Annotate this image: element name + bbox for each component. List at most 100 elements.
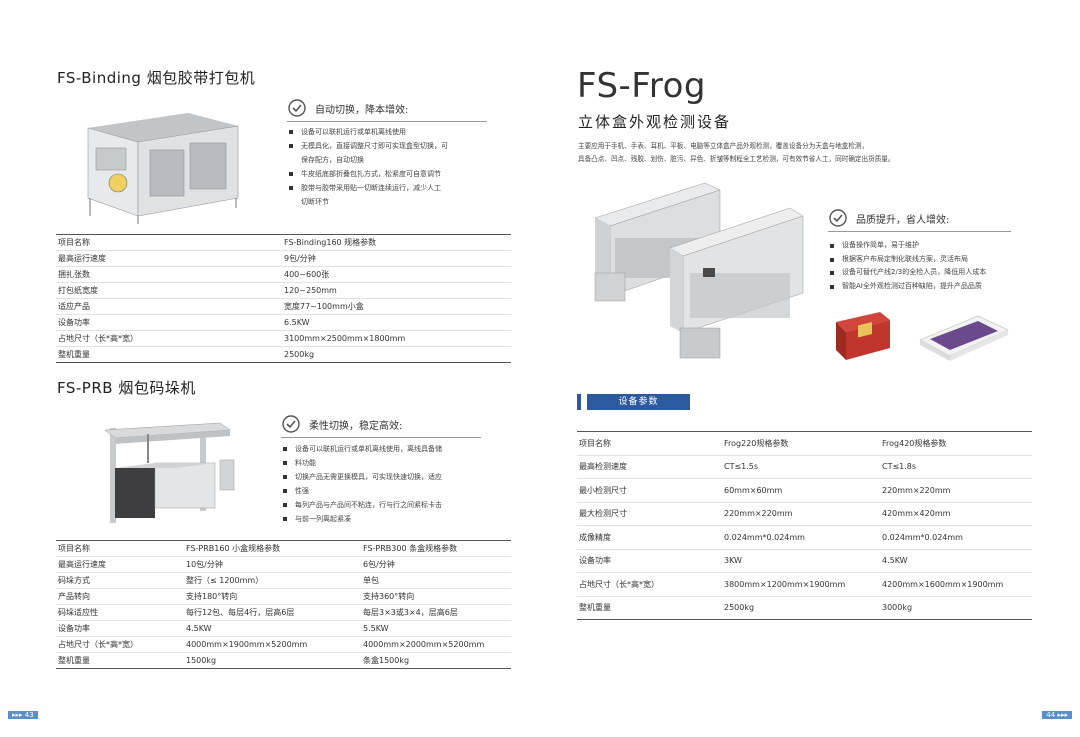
table-cell: 项目名称 (577, 431, 722, 456)
table-cell: 最小检测尺寸 (577, 478, 722, 503)
prb-feature-title: 柔性切换，稳定高效: (309, 420, 403, 432)
list-item: 根据客户布局定制化联线方案，灵活布局 (828, 253, 1038, 267)
table-cell: 整机重量 (577, 596, 722, 620)
list-item: 切换产品无需更换模具，可实现快速切换，适应 (281, 470, 506, 484)
prb-title: FS-PRB 烟包码垛机 (57, 379, 196, 397)
table-cell: 设备功率 (56, 314, 282, 331)
table-cell: 0.024mm*0.024mm (880, 525, 1032, 550)
table-cell: 2500kg (722, 596, 880, 620)
table-cell: 整机重量 (56, 652, 184, 669)
table-cell: 成像精度 (577, 525, 722, 550)
table-row: 适应产品宽度77~100mm小盒 (56, 298, 511, 315)
table-cell: 占地尺寸（长*高*宽） (56, 636, 184, 653)
prb-feature-header: 柔性切换，稳定高效: (281, 414, 402, 434)
table-cell: 6包/分钟 (361, 556, 511, 573)
table-cell: 3KW (722, 549, 880, 573)
check-badge-icon (282, 415, 300, 433)
table-cell: 4.5KW (184, 620, 361, 637)
table-cell: FS-Binding160 规格参数 (282, 234, 511, 251)
table-cell: 5.5KW (361, 620, 511, 637)
table-cell: 4000mm×2000mm×5200mm (361, 636, 511, 653)
list-item: 料功能 (281, 456, 506, 470)
list-item: 每列产品与产品间不粘连，行与行之间紧标卡击 (281, 498, 506, 512)
binding-title: FS-Binding 烟包胶带打包机 (57, 69, 256, 87)
table-cell: 单包 (361, 572, 511, 589)
table-cell: 最高运行速度 (56, 250, 282, 267)
table-cell: FS-PRB300 条盒规格参数 (361, 540, 511, 557)
cigarette-box-image (836, 312, 890, 360)
table-cell: 4200mm×1600mm×1900mm (880, 572, 1032, 597)
table-cell: 420mm×420mm (880, 502, 1032, 526)
table-cell: 3000kg (880, 596, 1032, 620)
table-cell: 占地尺寸（长*高*宽） (577, 572, 722, 597)
list-item: 设备操作简单，易于维护 (828, 239, 1038, 253)
table-cell: 最高运行速度 (56, 556, 184, 573)
table-cell: 项目名称 (56, 234, 282, 251)
phone-box-image (919, 315, 1009, 361)
table-cell: 项目名称 (56, 540, 184, 557)
table-cell: 捆扎张数 (56, 266, 282, 283)
table-cell: CT≤1.8s (880, 455, 1032, 479)
table-cell: 码垛适应性 (56, 604, 184, 621)
table-cell: 打包纸宽度 (56, 282, 282, 299)
table-cell: 10包/分钟 (184, 556, 361, 573)
page-number-right: 44 ▸▸▸ (1042, 711, 1072, 719)
check-badge-icon (829, 209, 847, 227)
table-cell: Frog220规格参数 (722, 431, 880, 456)
table-cell: 60mm×60mm (722, 478, 880, 503)
table-row: 码垛适应性每行12包、每层4行，层高6层每层3×3或3×4，层高6层 (56, 604, 511, 621)
binding-bullet-list: 设备可以联机运行或单机离线使用 无模具化，直接调整尺寸即可实现盒型切换，可 保存… (287, 125, 507, 209)
table-cell: 最高检测速度 (577, 455, 722, 479)
list-item: 切断环节 (301, 198, 329, 206)
table-cell: 120~250mm (282, 282, 511, 299)
frog-title: FS-Frog (577, 66, 707, 106)
check-badge-icon (288, 99, 306, 117)
table-cell: Frog420规格参数 (880, 431, 1032, 456)
table-cell: 2500kg (282, 346, 511, 363)
table-row: 码垛方式整行（≤ 1200mm）单包 (56, 572, 511, 589)
table-cell: 220mm×220mm (880, 478, 1032, 503)
list-item: 设备可替代产线2/3的全检人员，降低用人成本 (828, 266, 1038, 280)
table-cell: 适应产品 (56, 298, 282, 315)
frog-description: 主要应用于手机、手表、耳机、平板、电脑等立体盒产品外观检测，覆盖设备分为天盒与地… (578, 142, 895, 163)
table-row: 占地尺寸（长*高*宽）3100mm×2500mm×1800mm (56, 330, 511, 347)
table-cell: 最大检测尺寸 (577, 502, 722, 526)
table-cell: 400~600张 (282, 266, 511, 283)
frog-feature-title: 品质提升，省人增效: (856, 214, 950, 226)
table-cell: 设备功率 (56, 620, 184, 637)
list-item: 保存配方，自动切换 (301, 156, 364, 164)
binding-machine-image (87, 113, 239, 224)
table-cell: 9包/分钟 (282, 250, 511, 267)
table-cell: 码垛方式 (56, 572, 184, 589)
table-cell: 6.5KW (282, 314, 511, 331)
list-item: 无模具化，直接调整尺寸即可实现盒型切换，可 (287, 139, 507, 153)
table-row: 产品转向支持180°转向支持360°转向 (56, 588, 511, 605)
prb-machine-image (104, 422, 235, 523)
prb-bullet-list: 设备可以联机运行或单机离线使用，离线具备储 料功能 切换产品无需更换模具，可实现… (281, 442, 506, 526)
page-number-left: ▸▸▸ 43 (8, 711, 38, 719)
binding-feature-header: 自动切换，降本增效: (287, 98, 408, 118)
params-label: 设备参数 (587, 394, 690, 410)
table-cell: 宽度77~100mm小盒 (282, 298, 511, 315)
table-cell: 产品转向 (56, 588, 184, 605)
table-cell: FS-PRB160 小盒规格参数 (184, 540, 361, 557)
table-cell: 3100mm×2500mm×1800mm (282, 330, 511, 347)
list-item: 牛皮纸底部折叠包扎方式，松紧度可自意调节 (287, 167, 507, 181)
